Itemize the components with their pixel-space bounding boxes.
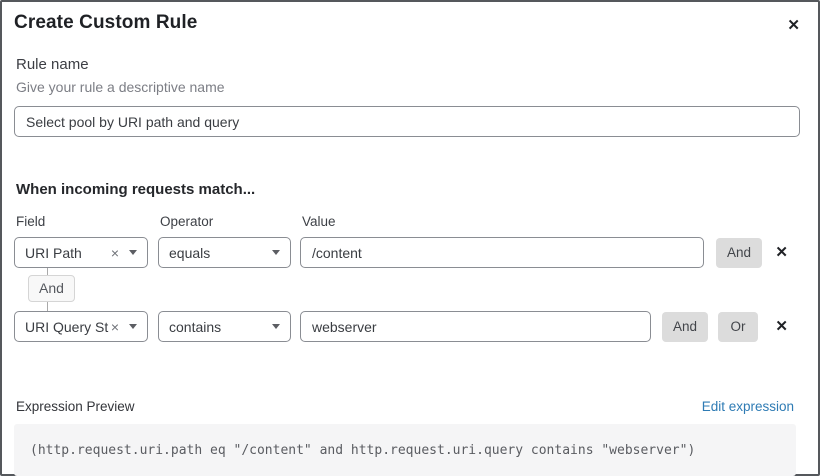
remove-condition-icon[interactable]: ✕ <box>775 244 788 261</box>
chevron-down-icon <box>272 250 280 255</box>
operator-select-value: contains <box>169 318 222 335</box>
field-select-value: URI Path <box>25 244 82 261</box>
close-icon[interactable]: ✕ <box>783 14 804 37</box>
page-title: Create Custom Rule <box>14 12 198 33</box>
dialog-header: Create Custom Rule ✕ <box>14 2 806 37</box>
expression-code: (http.request.uri.path eq "/content" and… <box>30 443 696 458</box>
field-select[interactable]: URI Path × <box>14 237 148 268</box>
rule-name-label: Rule name <box>16 56 89 73</box>
operator-column-label: Operator <box>160 214 214 229</box>
condition-row: URI Query St... × contains And Or ✕ <box>14 311 806 342</box>
add-and-condition-button[interactable]: And <box>662 311 708 342</box>
field-column-label: Field <box>16 214 46 229</box>
operator-select[interactable]: equals <box>158 237 291 268</box>
chevron-down-icon <box>272 324 280 329</box>
clear-field-icon[interactable]: × <box>110 244 119 261</box>
add-or-condition-button[interactable]: Or <box>718 311 758 342</box>
expression-preview-section: Expression Preview Edit expression (http… <box>14 399 806 476</box>
expression-code-block: (http.request.uri.path eq "/content" and… <box>14 424 796 476</box>
remove-condition-icon[interactable]: ✕ <box>775 318 788 335</box>
rule-name-hint: Give your rule a descriptive name <box>16 79 225 95</box>
operator-select-value: equals <box>169 244 211 261</box>
and-connector-badge: And <box>28 275 75 302</box>
condition-connector: And <box>14 268 806 311</box>
add-and-condition-button[interactable]: And <box>716 237 762 268</box>
expression-preview-label: Expression Preview <box>16 399 135 414</box>
matcher-heading: When incoming requests match... <box>16 181 256 198</box>
field-select-value: URI Query St... <box>25 318 109 335</box>
condition-row: URI Path × equals And ✕ <box>14 237 806 268</box>
value-input[interactable] <box>300 311 651 342</box>
chevron-down-icon <box>129 250 137 255</box>
rule-name-input[interactable] <box>14 106 800 137</box>
value-column-label: Value <box>302 214 336 229</box>
field-select[interactable]: URI Query St... × <box>14 311 148 342</box>
operator-select[interactable]: contains <box>158 311 291 342</box>
edit-expression-link[interactable]: Edit expression <box>701 399 794 414</box>
clear-field-icon[interactable]: × <box>110 318 119 335</box>
matcher-section: When incoming requests match... Field Op… <box>14 181 806 342</box>
matcher-column-labels: Field Operator Value <box>14 214 806 229</box>
value-input[interactable] <box>300 237 704 268</box>
rule-name-section: Rule name Give your rule a descriptive n… <box>14 56 806 137</box>
chevron-down-icon <box>129 324 137 329</box>
